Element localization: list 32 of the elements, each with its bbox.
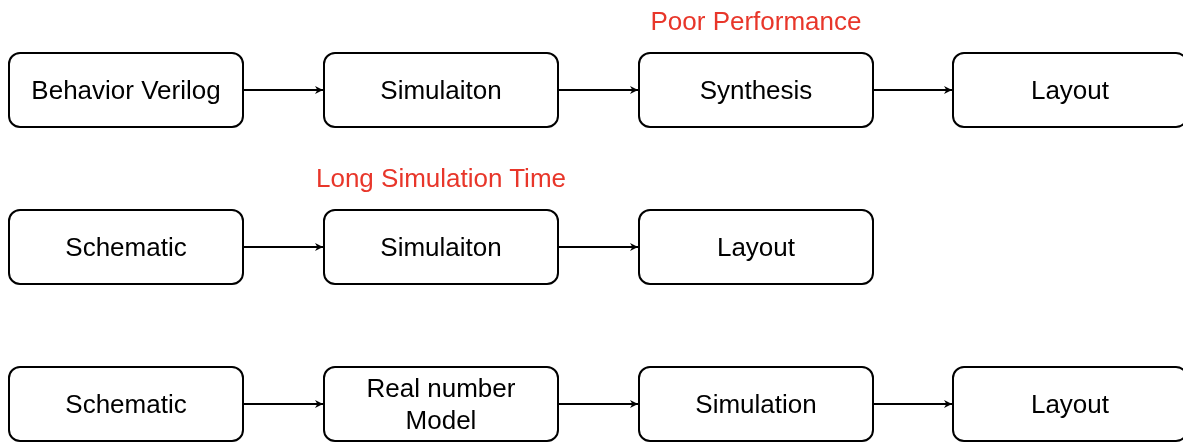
box-label: Synthesis xyxy=(699,73,813,107)
process-box xyxy=(638,52,874,128)
box-label: Simulaiton xyxy=(380,73,502,107)
box-label: Simulation xyxy=(695,387,817,421)
box-label: Schematic xyxy=(65,230,187,264)
box-label: Behavior Verilog xyxy=(31,73,221,107)
process-box xyxy=(8,52,244,128)
arrow xyxy=(873,400,953,408)
process-box xyxy=(323,366,559,442)
arrow xyxy=(243,243,324,251)
arrow xyxy=(243,400,324,408)
process-box xyxy=(638,366,874,442)
annotation-text: Poor Performance xyxy=(650,6,862,37)
process-box xyxy=(638,209,874,285)
process-box xyxy=(323,209,559,285)
box-label: Simulaiton xyxy=(380,230,502,264)
process-box xyxy=(8,209,244,285)
process-box xyxy=(952,366,1183,442)
box-label: Layout xyxy=(716,230,796,264)
box-label: Real number Model xyxy=(365,371,517,437)
process-box xyxy=(952,52,1183,128)
box-label: Layout xyxy=(1030,387,1110,421)
process-box xyxy=(8,366,244,442)
arrow xyxy=(558,86,639,94)
process-box xyxy=(323,52,559,128)
arrow xyxy=(243,86,324,94)
arrow xyxy=(558,400,639,408)
arrow xyxy=(558,243,639,251)
annotation-text: Long Simulation Time xyxy=(316,163,566,194)
box-label: Schematic xyxy=(65,387,187,421)
arrow xyxy=(873,86,953,94)
box-label: Layout xyxy=(1030,73,1110,107)
